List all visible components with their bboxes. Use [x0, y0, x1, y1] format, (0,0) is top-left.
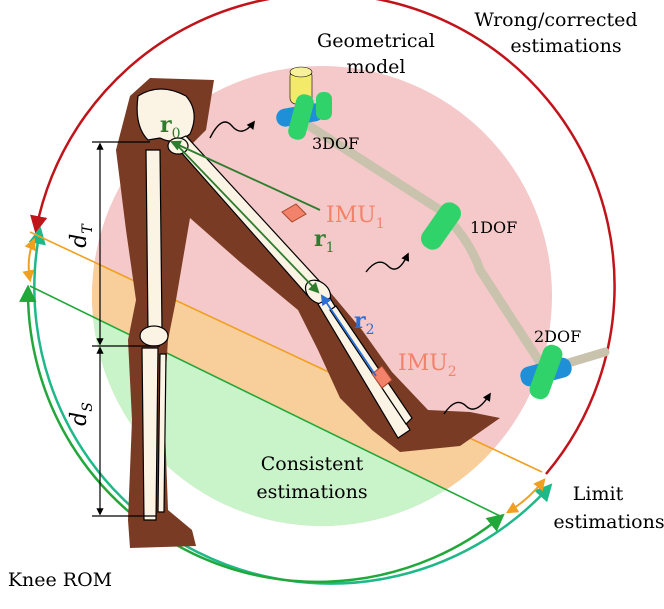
- dS-label: dS: [67, 402, 96, 426]
- imu1-box: [281, 203, 307, 223]
- r0-label: r0: [160, 112, 181, 142]
- lower-limit-line: [29, 285, 501, 517]
- r0-vector: [170, 140, 321, 211]
- wrong-estimations-label-1: Wrong/corrected: [474, 9, 637, 31]
- joint-2dof: [520, 344, 572, 400]
- fibula-left: [157, 353, 167, 513]
- geometrical-model-label-2: model: [347, 56, 406, 78]
- consistent-estimations-label-1: Consistent: [261, 453, 364, 475]
- r1-vector: [175, 143, 320, 294]
- dimension-dT: [92, 141, 160, 347]
- limit-arrow-left: [22, 237, 36, 283]
- squiggle-arrow-1: [209, 120, 256, 139]
- knee-rom-label: Knee ROM: [8, 569, 112, 591]
- consistent-estimations-label-2: estimations: [256, 481, 367, 503]
- limit-arrow-right: [505, 478, 546, 514]
- estimation-zones: [92, 66, 552, 526]
- tibia-left: [141, 347, 159, 521]
- imu2-label: IMU2: [398, 351, 457, 380]
- dof3-label: 3DOF: [312, 134, 359, 153]
- pelvis: [136, 88, 195, 142]
- squiggle-arrow-3: [443, 392, 491, 415]
- dof1-label: 1DOF: [470, 218, 517, 237]
- leg-bones: [136, 88, 413, 521]
- r2-vector: [320, 294, 377, 377]
- dimension-dS: [92, 346, 156, 517]
- r2-label: r2: [354, 308, 375, 338]
- joint-3dof: [276, 66, 332, 140]
- wrong-estimations-label-2: estimations: [510, 35, 621, 57]
- dof2-label: 2DOF: [534, 327, 581, 346]
- limit-estimations-label-1: Limit: [573, 483, 624, 505]
- geometrical-model-label-1: Geometrical: [317, 30, 435, 52]
- knee-left: [139, 325, 169, 347]
- joint-1dof: [421, 202, 461, 250]
- imu2-box: [371, 365, 393, 389]
- femur-left: [145, 149, 163, 333]
- consistent-arc-green: [19, 284, 505, 584]
- r1-label: r1: [314, 226, 335, 256]
- imu1-label: IMU1: [326, 203, 385, 232]
- dT-label: dT: [67, 223, 96, 248]
- limit-estimations-label-2: estimations: [553, 511, 664, 533]
- squiggle-arrow-2: [365, 252, 410, 273]
- wrong-estimations-arc: [30, 0, 616, 475]
